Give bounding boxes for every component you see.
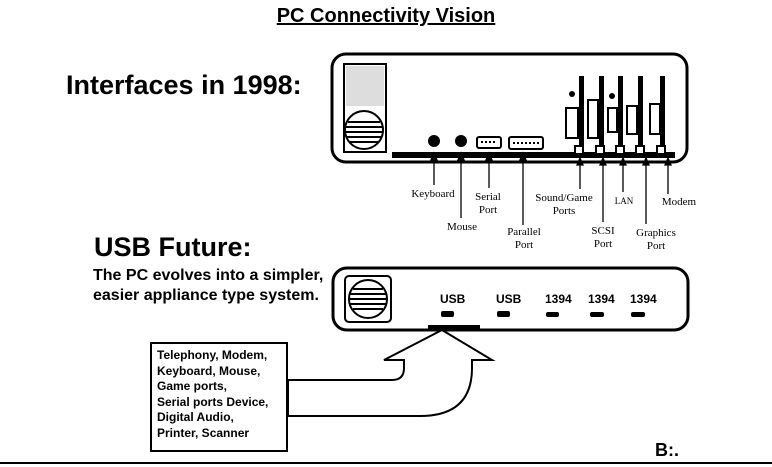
port-label-1394-3: 1394 [630,292,657,306]
bottom-rule [0,462,772,464]
heading-1998: Interfaces in 1998: [66,70,302,100]
expansion-cards [565,76,666,155]
usb-pc-rail [428,325,480,330]
label-keyboard: Keyboard [411,188,455,200]
fan-usb-icon [344,275,392,323]
label-mouse: Mouse [447,221,477,233]
port-label-1394-1: 1394 [545,292,572,306]
device-item: Digital Audio, [157,410,234,425]
port-arrows [430,151,672,225]
device-item: Serial ports Device, [157,394,269,409]
label-modem: Modem [661,196,697,208]
device-item: Telephony, Modem, [157,348,268,362]
page-title: PC Connectivity Vision [276,5,496,27]
usb-description: The PC evolves into a simpler, easier ap… [93,267,324,304]
heading-usb-future: USB Future: [94,232,252,262]
label-lan: LAN [614,196,634,206]
usb-port-slots [441,311,645,317]
device-item: Keyboard, Mouse, [157,363,261,378]
mouse-port-icon [455,135,467,147]
port-label-1394-2: 1394 [588,292,615,306]
port-label-usb-1: USB [440,292,466,306]
footer-mark: B:. [655,440,679,460]
device-list-box: Telephony, Modem, Keyboard, Mouse, Game … [150,342,288,452]
keyboard-port-icon [428,135,440,147]
fan-1998-icon [344,110,384,150]
curved-arrow [287,328,496,417]
pc-1998-rail [392,152,675,158]
device-item: Printer, Scanner [157,425,250,440]
port-label-usb-2: USB [496,292,522,306]
device-item: Game ports, [157,379,228,394]
